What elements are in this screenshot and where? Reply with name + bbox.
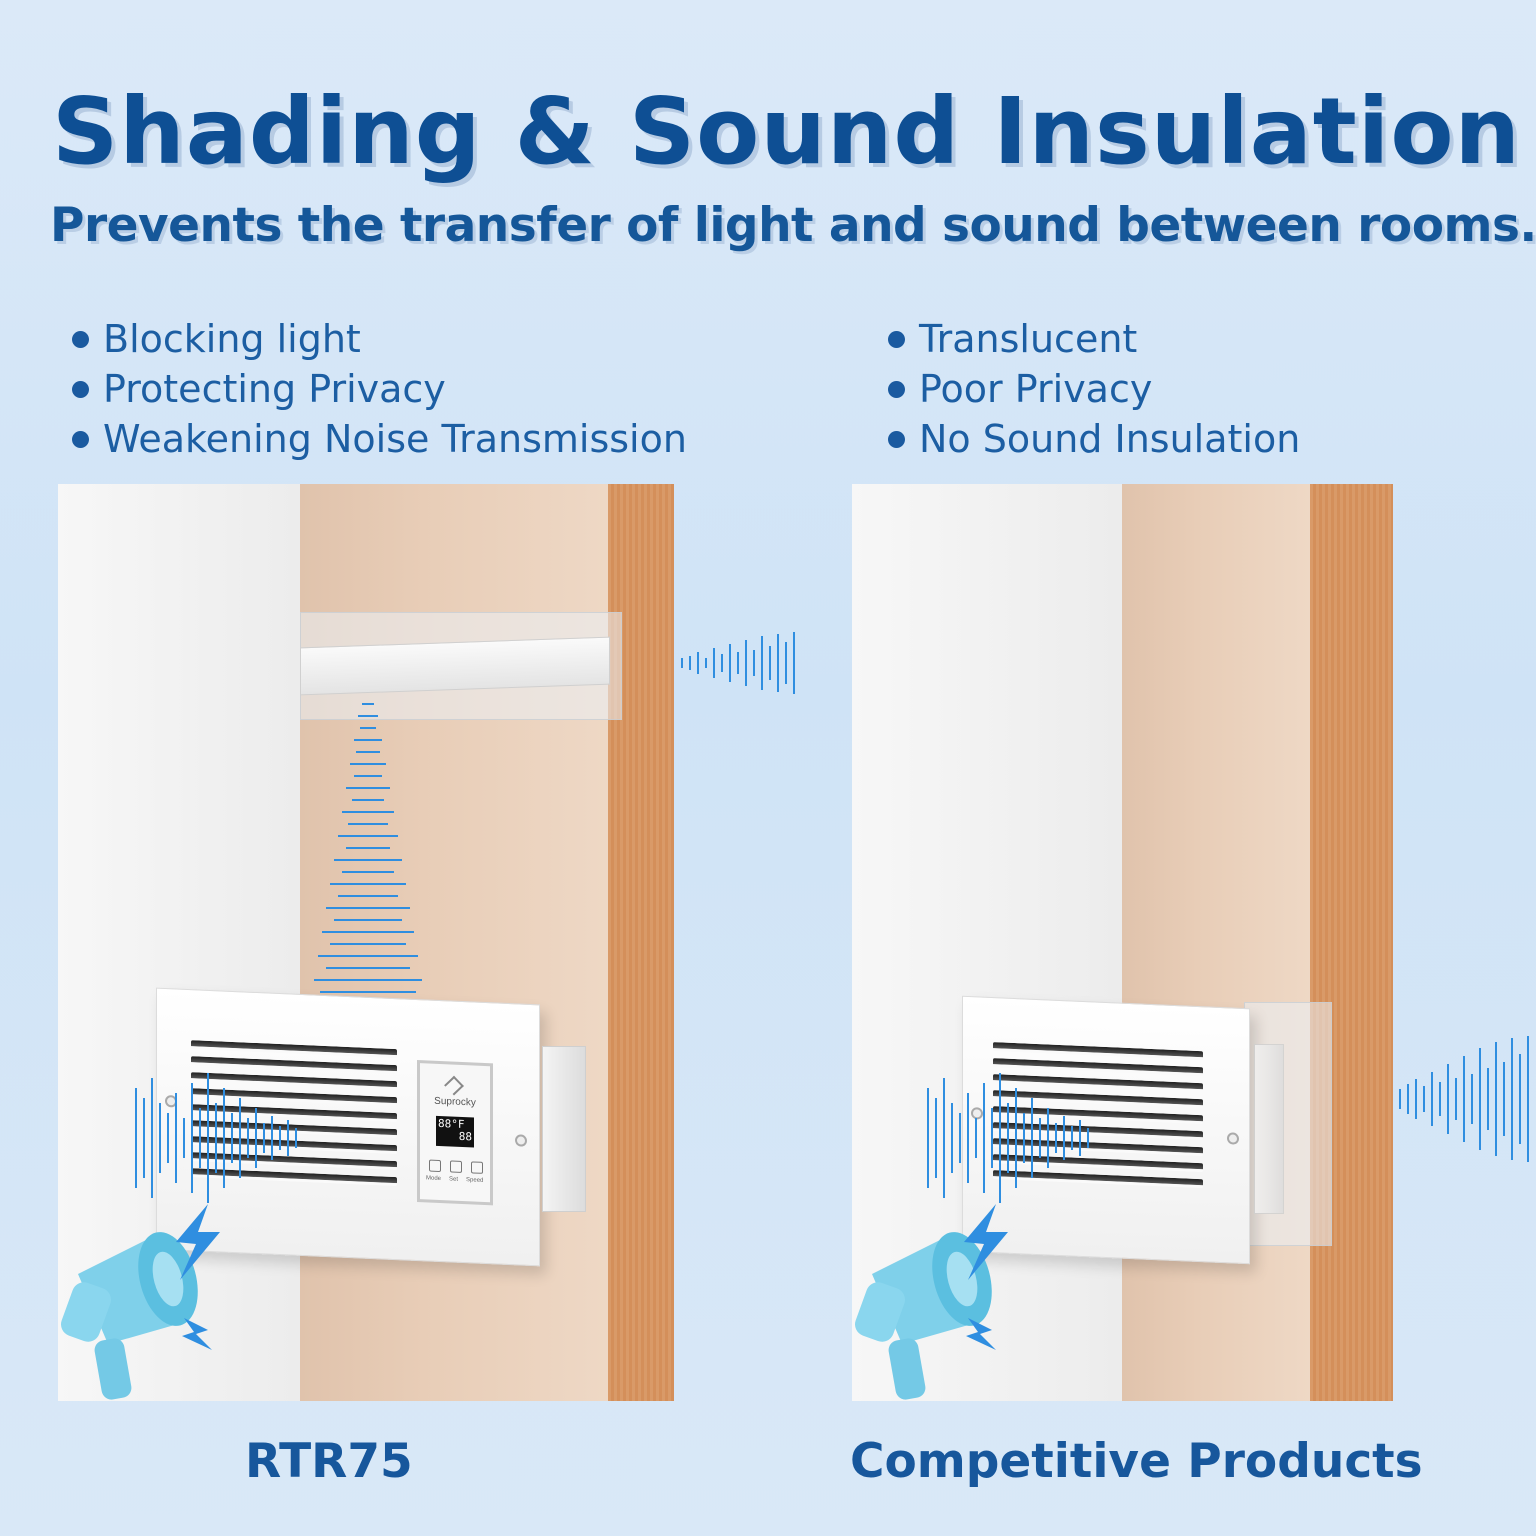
sound-wave-icon: [314, 703, 422, 993]
bullet-icon: [888, 430, 905, 448]
megaphone-icon: [855, 1232, 992, 1400]
bullet-icon: [888, 380, 905, 398]
screw-icon: [515, 1134, 527, 1147]
feature-text: Protecting Privacy: [103, 367, 446, 411]
bullet-icon: [888, 330, 905, 348]
feature-item: Weakening Noise Transmission: [72, 414, 687, 464]
page-subtitle: Prevents the transfer of light and sound…: [50, 198, 1536, 253]
feature-item: No Sound Insulation: [888, 414, 1300, 464]
display-speed: 88: [458, 1129, 472, 1144]
feature-item: Blocking light: [72, 314, 687, 364]
rtr75-illustration: Suprocky 88°F 88 Mode Set Speed: [58, 484, 674, 1401]
sound-wave-icon: [1399, 1036, 1529, 1162]
feature-item: Protecting Privacy: [72, 364, 687, 414]
feature-text: No Sound Insulation: [919, 417, 1301, 461]
feature-item: Poor Privacy: [888, 364, 1300, 414]
lightning-icon: [964, 1204, 1008, 1280]
brand-name: Suprocky: [434, 1095, 476, 1109]
competitor-caption: Competitive Products: [850, 1434, 1423, 1489]
screw-icon: [1227, 1132, 1239, 1145]
junction-box: [542, 1046, 586, 1212]
feature-item: Translucent: [888, 314, 1300, 364]
set-label: Set: [449, 1176, 459, 1183]
control-buttons: [429, 1159, 483, 1174]
lightning-icon: [176, 1204, 220, 1280]
display-screen: 88°F 88: [436, 1115, 474, 1148]
feature-text: Poor Privacy: [919, 367, 1153, 411]
bullet-icon: [72, 430, 89, 448]
megaphone-icon: [61, 1232, 198, 1400]
wall-cavity: [1122, 484, 1310, 1401]
speed-label: Speed: [466, 1177, 484, 1184]
sound-wave-icon: [681, 632, 795, 694]
control-labels: Mode Set Speed: [426, 1175, 483, 1184]
rtr75-caption: RTR75: [245, 1434, 413, 1489]
control-panel: Suprocky 88°F 88 Mode Set Speed: [417, 1060, 493, 1206]
competitor-illustration: [852, 484, 1393, 1401]
competitor-feature-list: Translucent Poor Privacy No Sound Insula…: [888, 314, 1300, 464]
rtr75-feature-list: Blocking light Protecting Privacy Weaken…: [72, 314, 687, 464]
junction-box: [1254, 1044, 1284, 1214]
lightning-icon: [966, 1318, 996, 1350]
speed-button[interactable]: [471, 1161, 483, 1174]
feature-text: Weakening Noise Transmission: [103, 417, 687, 461]
wall-stud: [1310, 484, 1393, 1401]
bullet-icon: [72, 330, 89, 348]
set-button[interactable]: [450, 1160, 462, 1173]
page-title: Shading & Sound Insulation: [52, 78, 1522, 185]
mode-button[interactable]: [429, 1159, 441, 1173]
bullet-icon: [72, 380, 89, 398]
sound-wave-icon: [135, 1073, 297, 1203]
mode-label: Mode: [426, 1175, 442, 1183]
feature-text: Blocking light: [103, 317, 361, 361]
sound-wave-icon: [927, 1073, 1089, 1203]
brand-logo-icon: [444, 1075, 464, 1096]
feature-text: Translucent: [919, 317, 1138, 361]
lightning-icon: [182, 1318, 212, 1350]
